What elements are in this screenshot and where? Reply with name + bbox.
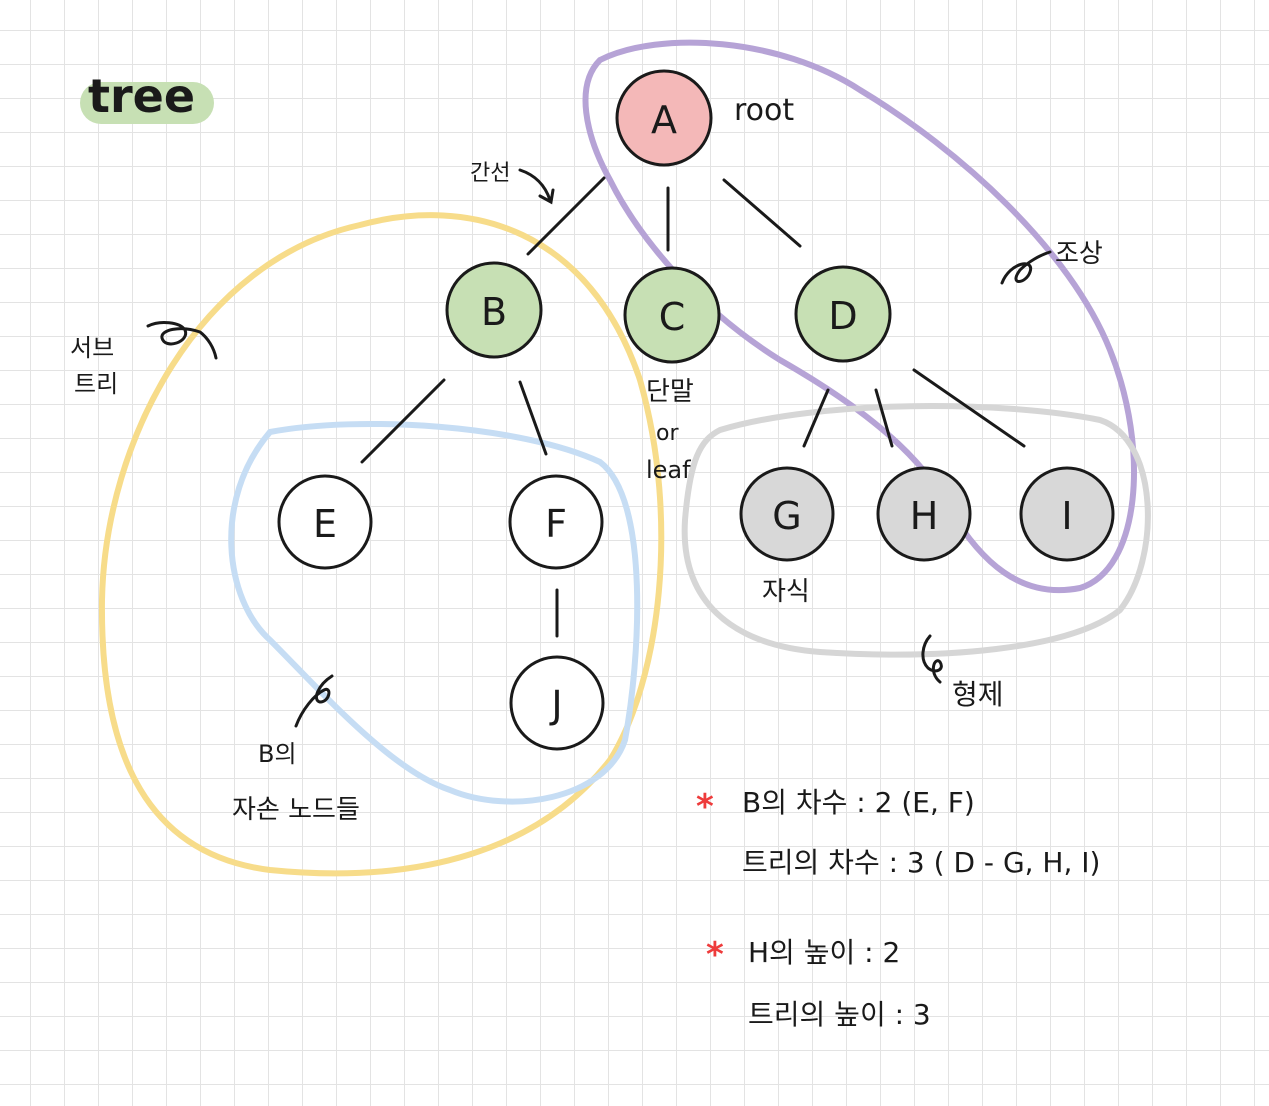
ancestor-pointer <box>1000 250 1052 285</box>
node-i: I <box>1019 466 1115 562</box>
node-g-label: G <box>772 494 801 538</box>
node-c: C <box>623 266 721 364</box>
node-a-label: A <box>651 98 677 142</box>
ancestors-loop <box>582 39 1137 594</box>
height-h-note: H의 높이 : 2 <box>748 936 900 969</box>
node-h: H <box>876 466 972 562</box>
edge-b-e <box>360 378 446 464</box>
child-label: 자식 <box>762 577 810 607</box>
edge-a-b <box>526 176 606 256</box>
terminal-label-line3: leaf <box>646 456 691 484</box>
node-f: F <box>508 474 604 570</box>
edge-label: 간선 <box>470 161 510 186</box>
root-label: root <box>734 93 794 128</box>
edge-a-d <box>722 178 802 248</box>
height-tree-note: 트리의 높이 : 3 <box>748 998 931 1031</box>
edge-b-f <box>518 380 548 456</box>
node-f-label: F <box>545 502 567 546</box>
terminal-label-line1: 단말 <box>646 377 694 407</box>
sibling-label: 형제 <box>952 678 1004 711</box>
ancestor-label: 조상 <box>1055 239 1103 269</box>
node-b: B <box>445 261 543 359</box>
descendants-label-line1: B의 <box>258 740 297 768</box>
node-b-label: B <box>481 290 507 334</box>
subtree-pointer <box>146 321 218 360</box>
node-e-label: E <box>313 502 337 546</box>
node-j: J <box>509 655 605 751</box>
terminal-label-line2: or <box>656 421 679 446</box>
degree-star: * <box>696 787 714 827</box>
subtree-loop <box>98 212 665 877</box>
node-a: A <box>615 69 713 167</box>
height-star: * <box>706 935 724 975</box>
node-h-label: H <box>910 494 939 538</box>
edge-d-h <box>874 388 894 448</box>
sibling-pointer <box>921 634 943 684</box>
edge-d-g <box>802 388 830 448</box>
degree-b-note: B의 차수 : 2 (E, F) <box>742 786 975 819</box>
edge-d-i <box>912 368 1026 448</box>
siblings-loop <box>681 403 1151 658</box>
node-e: E <box>277 474 373 570</box>
descendants-label-line2: 자손 노드들 <box>232 795 360 825</box>
node-g: G <box>739 466 835 562</box>
node-c-label: C <box>659 295 686 339</box>
node-d-label: D <box>828 294 857 338</box>
degree-tree-note: 트리의 차수 : 3 ( D - G, H, I) <box>742 846 1100 879</box>
node-d: D <box>794 265 892 363</box>
subtree-label-line2: 트리 <box>74 370 118 398</box>
descendants-pointer <box>294 674 334 728</box>
node-i-label: I <box>1061 494 1072 538</box>
node-j-label: J <box>549 683 562 727</box>
diagram-title: tree <box>88 69 195 123</box>
title-highlight <box>80 82 214 124</box>
subtree-label-line1: 서브 <box>70 334 114 362</box>
edge-pointer-arrow <box>518 168 555 205</box>
descendants-loop <box>228 420 641 805</box>
